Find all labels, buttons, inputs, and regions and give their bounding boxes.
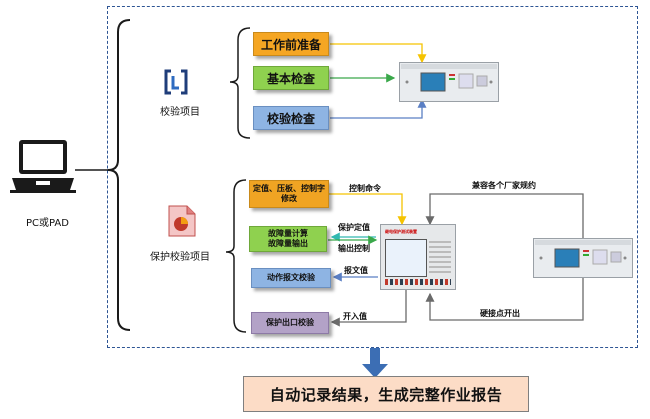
report-icon: [168, 205, 196, 237]
item-fault-calc-line1: 故障量计算: [268, 229, 308, 238]
arrow-prep: [330, 43, 427, 64]
device-label: PC或PAD: [26, 218, 69, 229]
tester-device: 继电保护测试装置: [380, 224, 456, 290]
item-setting-modify: 定值、压板、控制字 修改: [249, 180, 329, 208]
arrow-hard-contact: [425, 276, 584, 321]
result-banner: 自动记录结果，生成完整作业报告: [243, 376, 529, 412]
arrow-control-cmd: [328, 193, 407, 226]
top-bracket: [229, 27, 251, 139]
item-setting-modify-line2: 修改: [281, 194, 297, 203]
label-hard-contact: 硬接点开出: [480, 309, 520, 318]
tester-screen-title: 继电保护测试装置: [385, 229, 417, 234]
item-report-check: 动作报文校验: [251, 268, 331, 288]
label-input-value: 开入值: [343, 312, 367, 321]
label-output-control: 输出控制: [338, 244, 370, 253]
tester-screen: [385, 239, 427, 277]
main-bracket: [107, 19, 131, 331]
item-fault-calc: 故障量计算 故障量输出: [249, 226, 327, 252]
arrow-check: [330, 98, 427, 119]
bottom-section-label: 保护校验项目: [150, 252, 210, 263]
tester-ports: [385, 279, 451, 285]
arrow-compatible: [425, 193, 584, 240]
label-protect-setting: 保护定值: [338, 223, 370, 232]
protection-device-top: [399, 62, 499, 102]
dashed-frame: [107, 6, 638, 348]
arrow-input: [330, 290, 407, 327]
tester-keypad: [429, 241, 451, 273]
item-calibration-check: 校验检查: [253, 106, 329, 130]
bottom-bracket: [225, 179, 247, 333]
checklist-icon: [164, 69, 188, 95]
item-setting-modify-line1: 定值、压板、控制字: [253, 184, 325, 193]
laptop-icon: [10, 140, 76, 193]
item-exit-check: 保护出口校验: [251, 312, 329, 334]
label-compatible: 兼容各个厂家规约: [472, 181, 536, 190]
label-report-value: 报文值: [344, 266, 368, 275]
protection-device-bottom: [533, 238, 633, 278]
item-basic-check: 基本检查: [253, 66, 329, 90]
top-section-label: 校验项目: [160, 107, 200, 118]
down-arrow: [362, 364, 388, 378]
label-control-cmd: 控制命令: [349, 184, 381, 193]
item-work-prep: 工作前准备: [253, 32, 329, 56]
item-fault-calc-line2: 故障量输出: [268, 239, 308, 248]
